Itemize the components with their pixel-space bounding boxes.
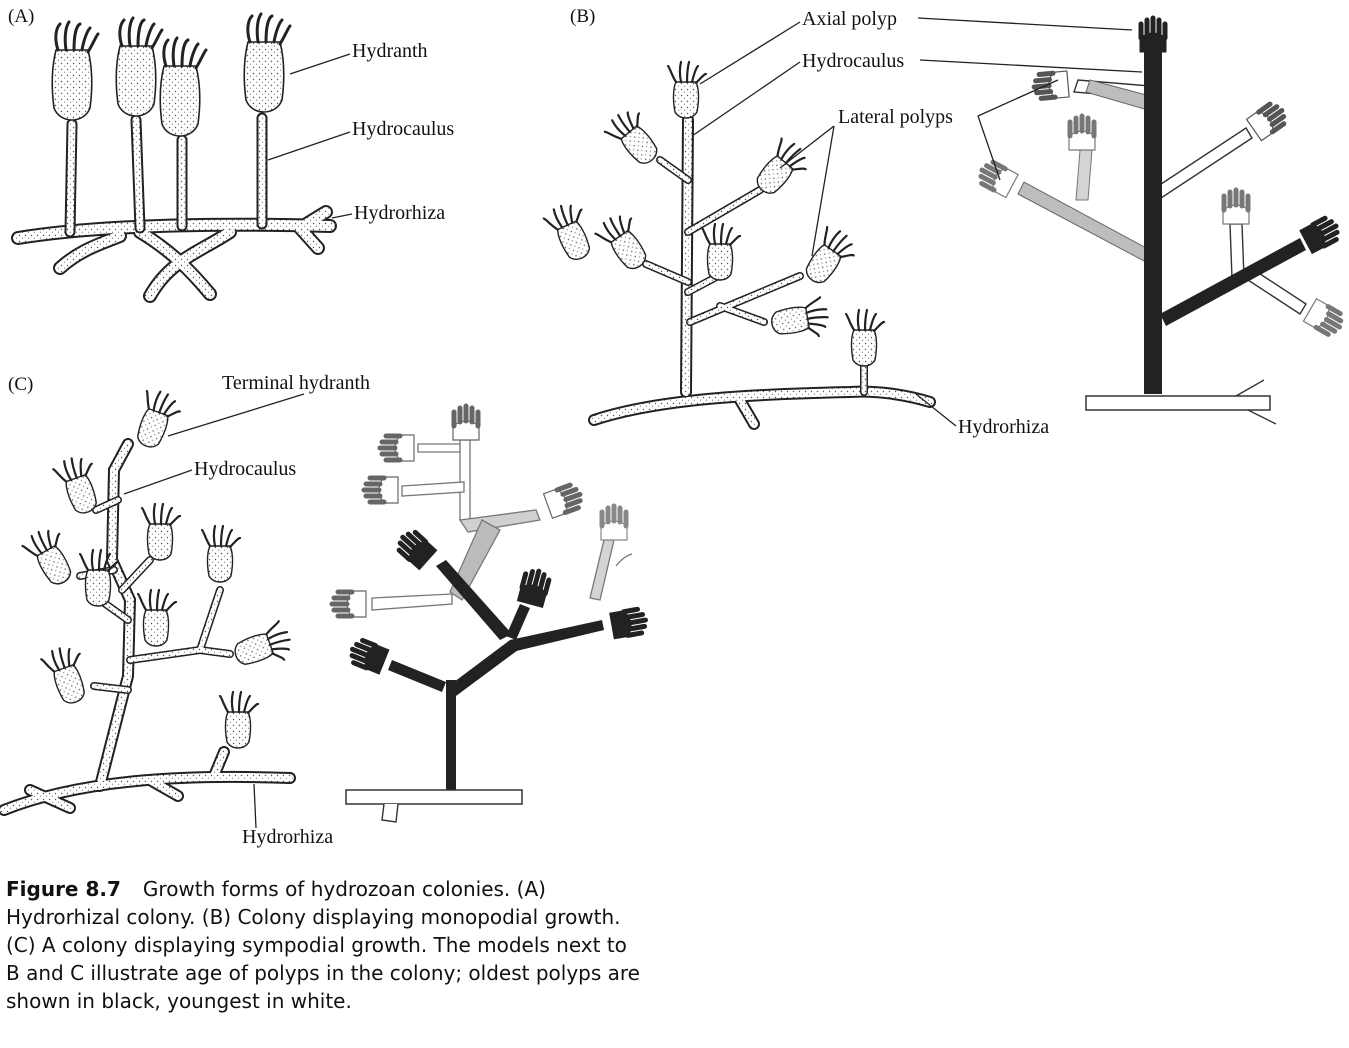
label-hydrocaulus-c: Hydrocaulus: [194, 458, 297, 480]
label-terminal-hydranth: Terminal hydranth: [222, 372, 370, 394]
panel-b-drawing: [540, 21, 957, 430]
panel-a-letter: (A): [8, 6, 35, 27]
label-hydrorhiza-c: Hydrorhiza: [242, 826, 334, 848]
panel-a-drawing: [11, 12, 353, 303]
panel-c-model: [332, 406, 648, 823]
panel-b-model: [917, 18, 1346, 425]
label-lateral-polyps: Lateral polyps: [838, 106, 953, 128]
label-hydranth: Hydranth: [352, 40, 428, 62]
label-hydrorhiza-a: Hydrorhiza: [354, 202, 446, 224]
label-hydrorhiza-b: Hydrorhiza: [958, 416, 1050, 438]
panel-c-letter: (C): [8, 374, 34, 395]
label-hydrocaulus-a: Hydrocaulus: [352, 118, 455, 140]
label-hydrocaulus-b: Hydrocaulus: [802, 50, 905, 72]
panel-c-drawing: [0, 386, 305, 829]
panel-b-letter: (B): [570, 6, 596, 27]
figure-number: Figure 8.7: [6, 877, 121, 901]
figure-illustration: [0, 12, 1349, 829]
label-axial-polyp: Axial polyp: [802, 8, 897, 30]
caption-text: Growth forms of hydrozoan colonies. (A) …: [6, 877, 640, 1013]
